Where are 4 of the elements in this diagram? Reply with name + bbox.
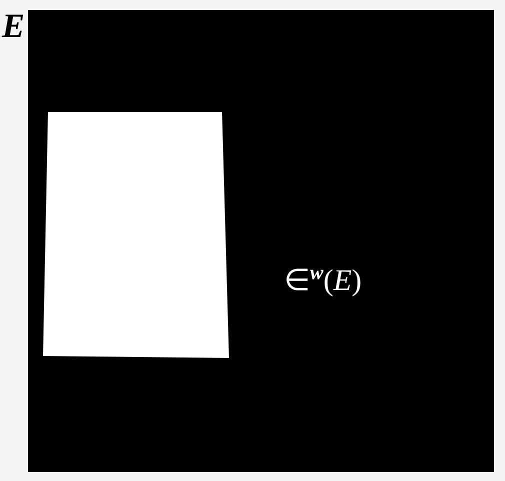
quadrilateral-shape	[42, 111, 230, 359]
panel-letter: E	[2, 8, 25, 46]
panel-background	[28, 10, 494, 472]
formula-text: ∈$^{w}$(E)	[284, 262, 362, 298]
